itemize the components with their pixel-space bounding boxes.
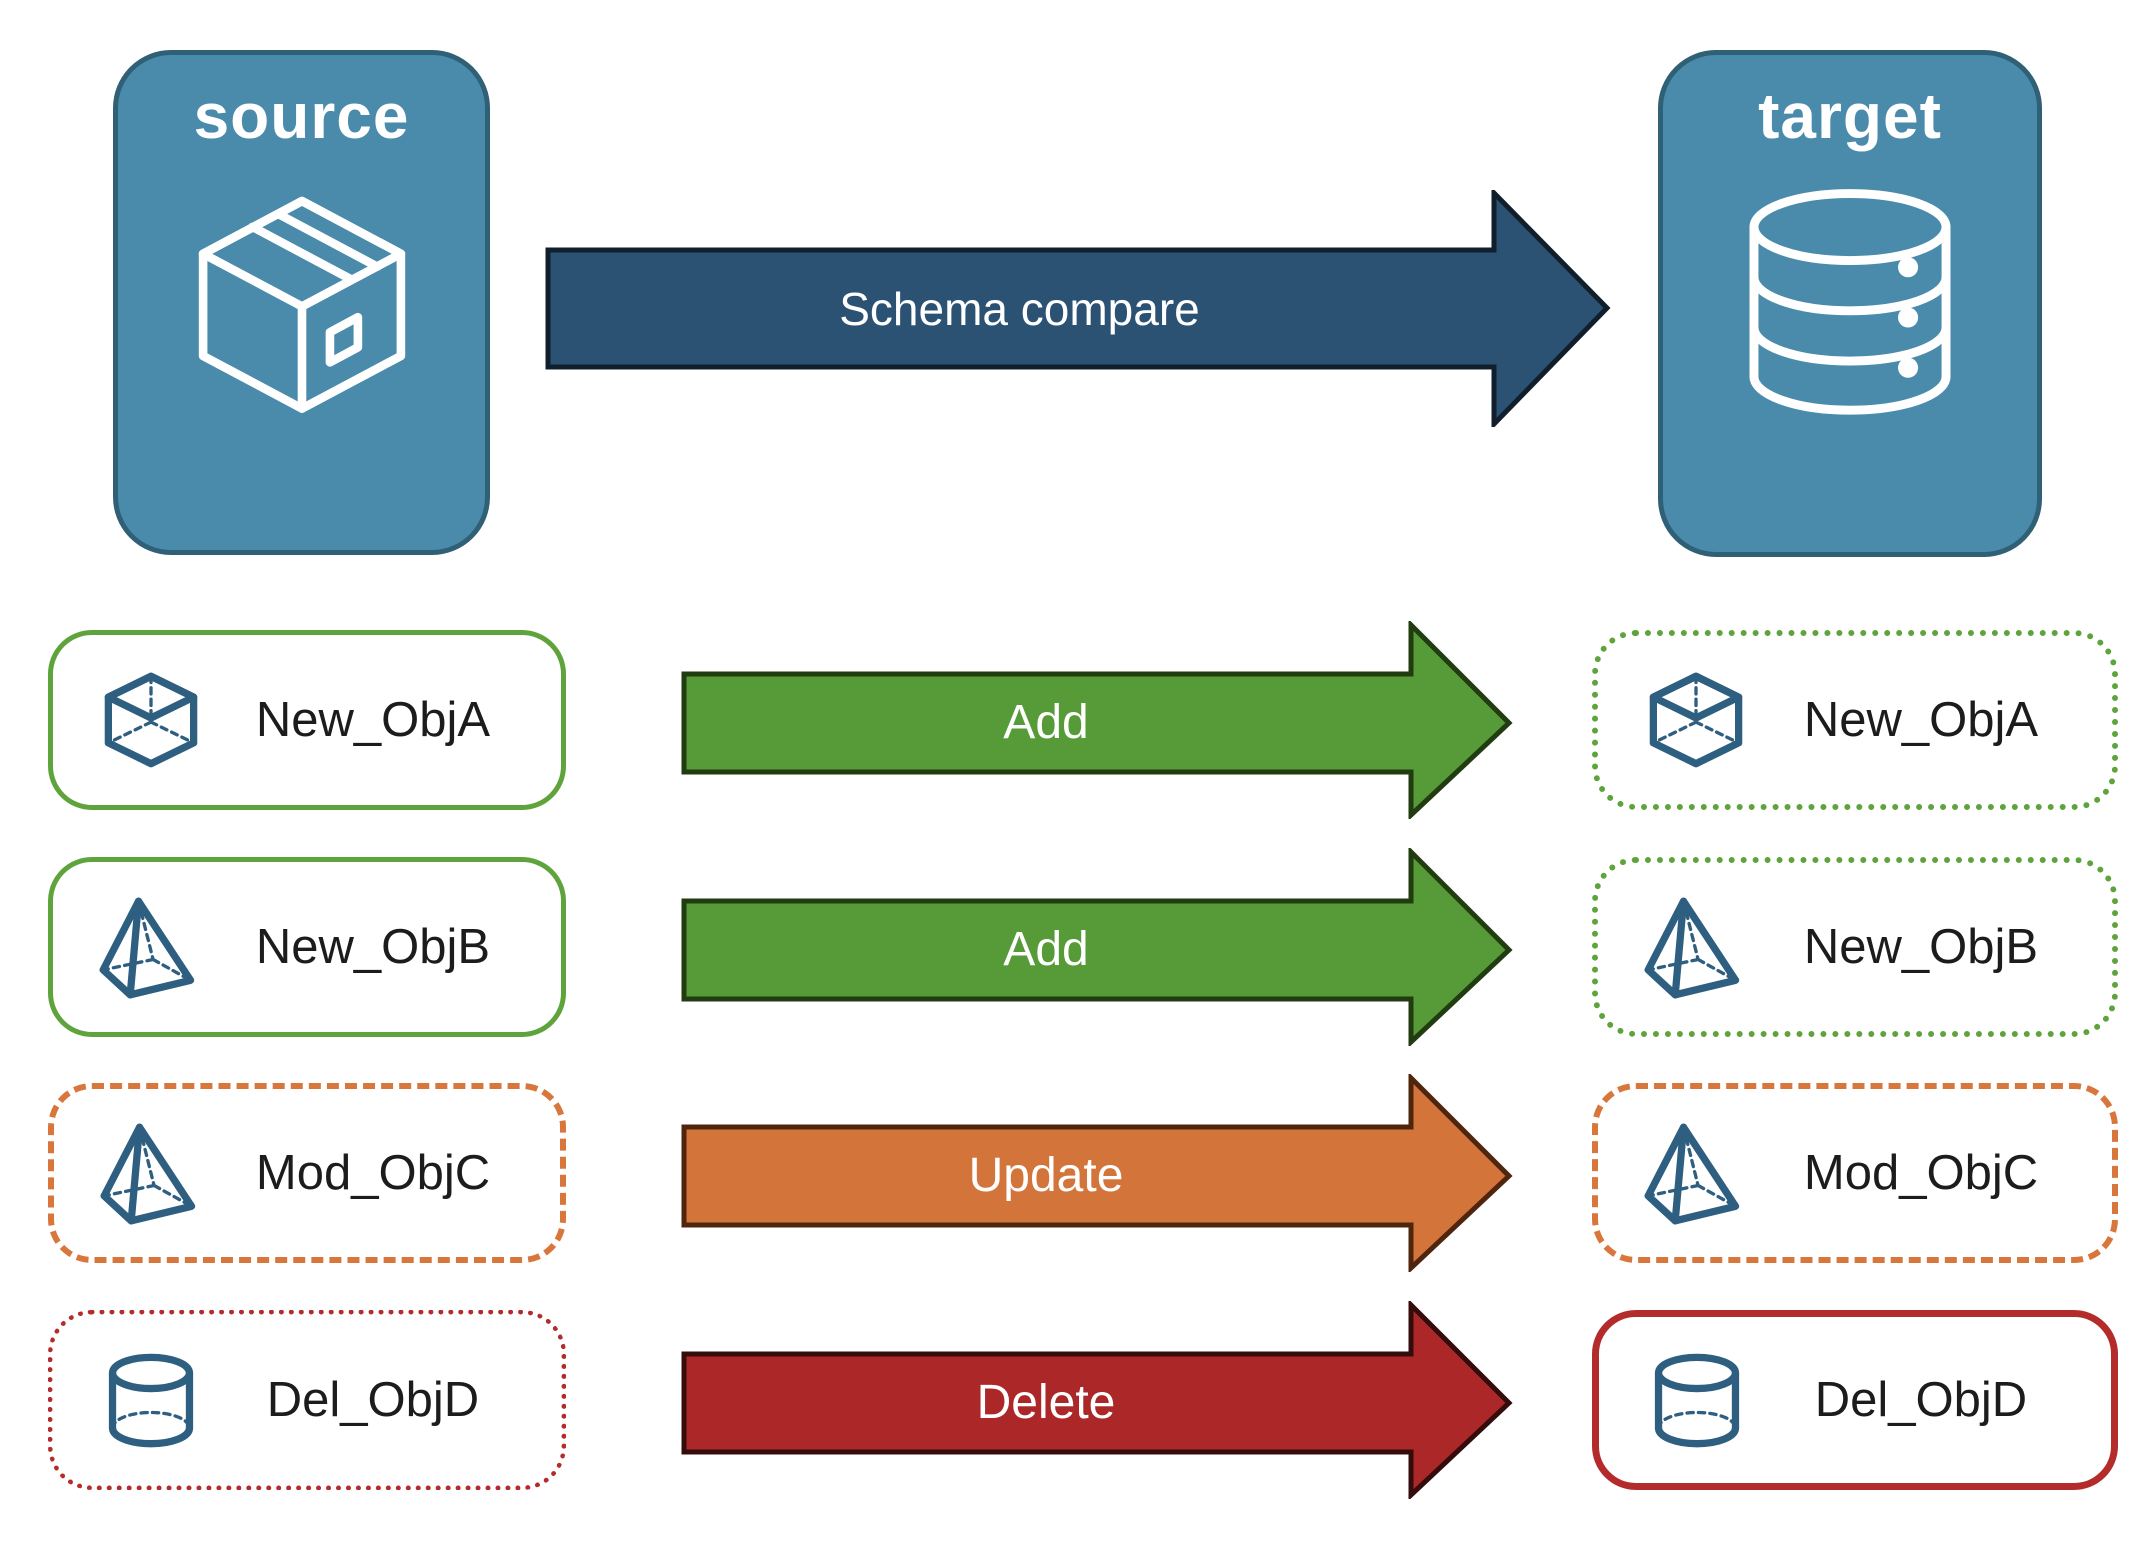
cube-icon	[1644, 668, 1748, 772]
cube-icon	[99, 668, 203, 772]
object-label: New_ObjB	[1803, 920, 2039, 974]
source-object-del-objd: Del_ObjD	[48, 1310, 566, 1490]
pyramid-icon	[1644, 895, 1748, 999]
pyramid-icon	[99, 895, 203, 999]
target-node: target	[1658, 50, 2042, 557]
schema-compare-arrow: Schema compare	[545, 190, 1612, 427]
source-node: source	[113, 50, 490, 555]
source-node-label: source	[193, 80, 410, 152]
pyramid-icon	[100, 1121, 204, 1225]
cylinder-icon	[99, 1348, 203, 1452]
source-object-new-objb: New_ObjB	[48, 857, 566, 1037]
add-arrow-row2: Add	[681, 848, 1513, 1046]
object-label: New_ObjB	[255, 920, 491, 974]
target-object-del-objd: Del_ObjD	[1592, 1310, 2118, 1490]
object-label: Mod_ObjC	[255, 1146, 491, 1200]
package-icon	[173, 171, 431, 434]
object-label: Mod_ObjC	[1803, 1146, 2039, 1200]
object-label: New_ObjA	[1803, 693, 2039, 747]
target-object-mod-objc: Mod_ObjC	[1592, 1083, 2118, 1263]
update-arrow: Update	[681, 1074, 1513, 1272]
cylinder-icon	[1645, 1348, 1749, 1452]
target-object-new-objb: New_ObjB	[1592, 857, 2118, 1037]
object-label: Del_ObjD	[266, 1373, 480, 1427]
database-icon	[1716, 171, 1984, 431]
add-arrow-row1: Add	[681, 621, 1513, 819]
object-label: New_ObjA	[255, 693, 491, 747]
delete-arrow: Delete	[681, 1301, 1513, 1499]
source-object-new-obja: New_ObjA	[48, 630, 566, 810]
source-object-mod-objc: Mod_ObjC	[48, 1083, 566, 1263]
target-node-label: target	[1758, 80, 1942, 152]
object-label: Del_ObjD	[1814, 1373, 2028, 1427]
target-object-new-obja: New_ObjA	[1592, 630, 2118, 810]
pyramid-icon	[1644, 1121, 1748, 1225]
